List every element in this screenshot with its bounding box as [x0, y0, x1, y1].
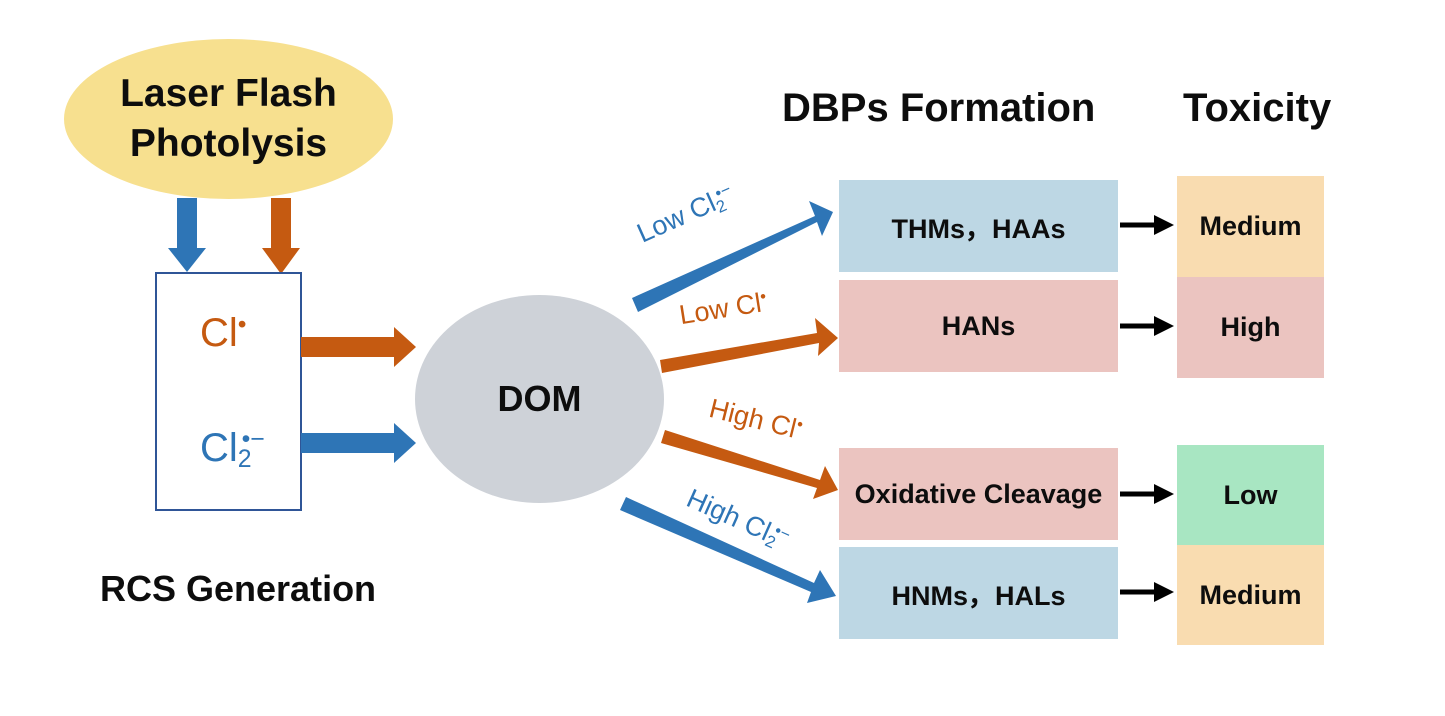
- product-label: THMs，HAAs: [891, 213, 1066, 244]
- toxicity-box-2: High: [1177, 277, 1324, 378]
- toxicity-label: Medium: [1199, 211, 1302, 241]
- laser-flash-photolysis-ellipse: Laser Flash Photolysis: [64, 39, 393, 199]
- rcs-box: [155, 272, 302, 511]
- toxicity-label: Low: [1223, 479, 1278, 510]
- cl2-anion-label: Cl2•−: [200, 426, 265, 474]
- dom-label: DOM: [497, 378, 582, 419]
- cl-atom-label: Cl•: [200, 311, 247, 355]
- arrow-high-cl: [661, 430, 838, 499]
- toxicity-box-4: Medium: [1177, 545, 1324, 645]
- product-box-thms-haas: THMs，HAAs: [839, 180, 1118, 272]
- photolysis-label-line1: Laser Flash: [120, 72, 337, 115]
- arrow-low-cl2: [632, 201, 833, 312]
- cl2-anion-to-dom-arrow: [301, 423, 416, 463]
- dom-ellipse: DOM: [415, 295, 664, 503]
- heading-toxicity: Toxicity: [1183, 86, 1332, 130]
- photolysis-arrow-blue: [168, 198, 206, 272]
- toxicity-label: Medium: [1199, 579, 1302, 610]
- product-box-oxidative-cleavage: Oxidative Cleavage: [839, 448, 1118, 540]
- photolysis-arrow-orange: [262, 198, 300, 274]
- arrow-low-cl: [660, 318, 838, 373]
- photolysis-label-line2: Photolysis: [129, 122, 328, 165]
- heading-rcs-generation: RCS Generation: [100, 568, 377, 609]
- product-label: HANs: [941, 310, 1016, 341]
- cl-atom-to-dom-arrow: [301, 327, 416, 367]
- toxicity-box-3: Low: [1177, 445, 1324, 545]
- toxicity-label: High: [1220, 312, 1281, 342]
- product-box-hnms-hals: HNMs，HALs: [839, 547, 1118, 639]
- arrow-high-cl2: [620, 497, 836, 603]
- product-box-hans: HANs: [839, 280, 1118, 372]
- product-label: Oxidative Cleavage: [854, 478, 1103, 509]
- toxicity-box-1: Medium: [1177, 176, 1324, 277]
- product-label: HNMs，HALs: [891, 580, 1066, 611]
- heading-dbps-formation: DBPs Formation: [782, 86, 1096, 130]
